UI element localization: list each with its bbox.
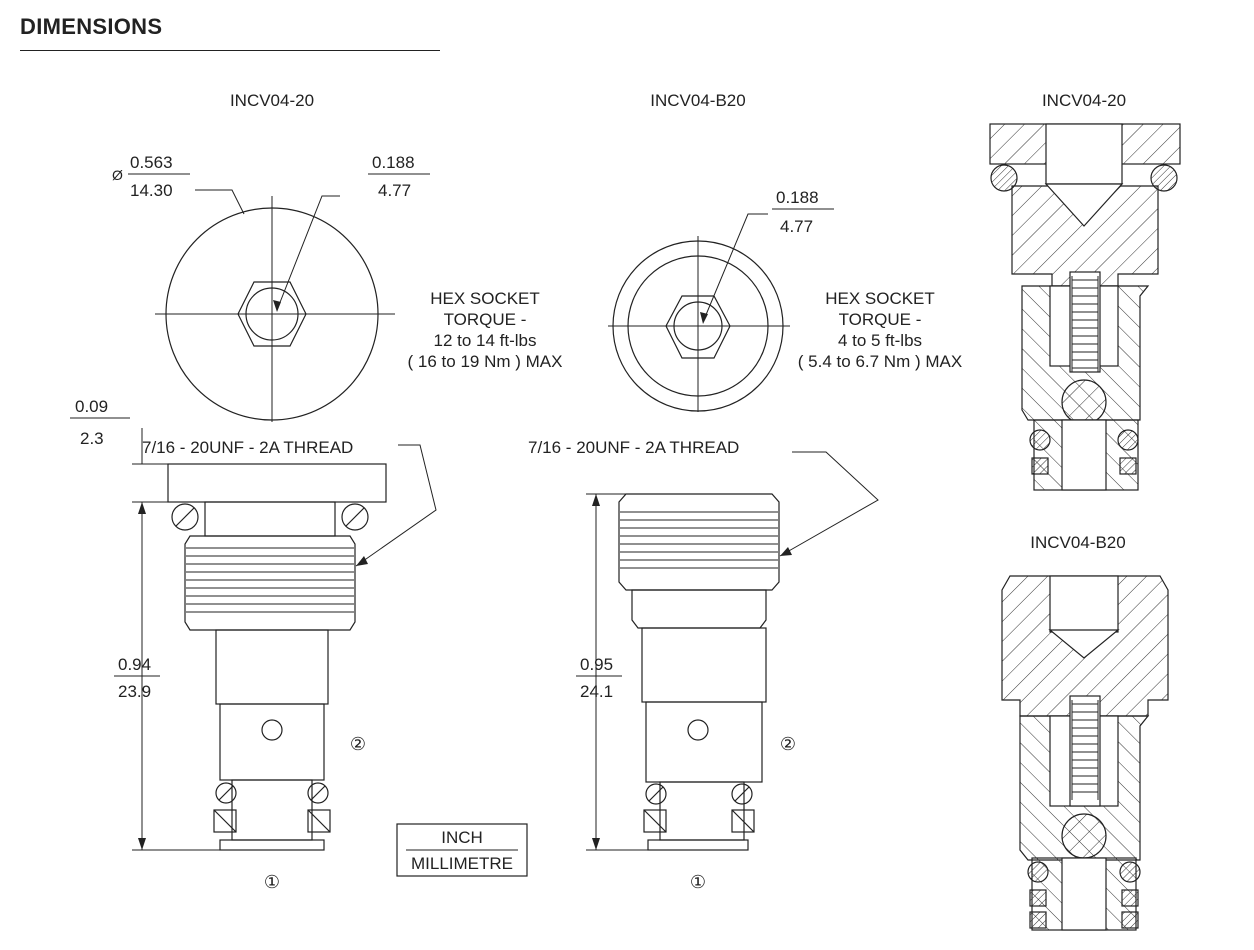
- svg-text:HEX SOCKET: HEX SOCKET: [430, 289, 540, 308]
- svg-text:( 5.4 to 6.7 Nm ) MAX: ( 5.4 to 6.7 Nm ) MAX: [798, 352, 962, 371]
- svg-text:TORQUE -: TORQUE -: [839, 310, 922, 329]
- left-thread-label: 7/16 - 20UNF - 2A THREAD: [142, 438, 353, 457]
- middle-top-view: [608, 236, 790, 412]
- left-model-label: INCV04-20: [230, 91, 314, 110]
- middle-hex-inch: 0.188: [776, 188, 819, 207]
- middle-side-view: [618, 493, 780, 851]
- left-torque-note: HEX SOCKET TORQUE - 12 to 14 ft-lbs ( 16…: [408, 289, 563, 371]
- title-underline: [20, 50, 440, 51]
- left-diameter-inch: 0.563: [130, 153, 173, 172]
- left-valve-group: INCV04-20 Ø 0.563 14.30 0.188 4.77 HEX S…: [70, 91, 562, 893]
- right-bottom-model-label: INCV04-B20: [1030, 533, 1125, 552]
- middle-length-mm: 24.1: [580, 682, 613, 701]
- left-diameter-mm: 14.30: [130, 181, 173, 200]
- left-hex-mm: 4.77: [378, 181, 411, 200]
- middle-port1-label: ①: [690, 872, 706, 893]
- units-legend: INCH MILLIMETRE: [396, 823, 528, 877]
- left-port1-label: ①: [264, 872, 280, 893]
- middle-model-label: INCV04-B20: [650, 91, 745, 110]
- left-length-inch: 0.94: [118, 655, 151, 674]
- left-port2-label: ②: [350, 734, 366, 755]
- svg-text:TORQUE -: TORQUE -: [444, 310, 527, 329]
- middle-valve-group: INCV04-B20 0.188 4.77 HEX SOCKET TORQUE …: [528, 91, 962, 893]
- left-top-view: [155, 196, 395, 422]
- units-inch: INCH: [441, 828, 483, 847]
- left-length-mm: 23.9: [118, 682, 151, 701]
- middle-port2-label: ②: [780, 734, 796, 755]
- left-flange-inch: 0.09: [75, 397, 108, 416]
- svg-text:12 to 14 ft-lbs: 12 to 14 ft-lbs: [433, 331, 536, 350]
- left-flange-mm: 2.3: [80, 429, 104, 448]
- units-millimetre: MILLIMETRE: [411, 854, 513, 873]
- svg-text:( 16 to 19 Nm ) MAX: ( 16 to 19 Nm ) MAX: [408, 352, 563, 371]
- middle-torque-note: HEX SOCKET TORQUE - 4 to 5 ft-lbs ( 5.4 …: [798, 289, 962, 371]
- middle-thread-label: 7/16 - 20UNF - 2A THREAD: [528, 438, 739, 457]
- svg-text:4 to 5 ft-lbs: 4 to 5 ft-lbs: [838, 331, 922, 350]
- middle-hex-mm: 4.77: [780, 217, 813, 236]
- right-bottom-section: INCV04-B20: [1001, 533, 1169, 931]
- svg-text:HEX SOCKET: HEX SOCKET: [825, 289, 935, 308]
- left-side-view: [167, 463, 387, 851]
- right-top-model-label: INCV04-20: [1042, 91, 1126, 110]
- middle-length-inch: 0.95: [580, 655, 613, 674]
- left-hex-inch: 0.188: [372, 153, 415, 172]
- right-top-section: INCV04-20: [989, 91, 1181, 491]
- section-title: DIMENSIONS: [20, 14, 163, 39]
- left-diameter-symbol: Ø: [112, 167, 123, 183]
